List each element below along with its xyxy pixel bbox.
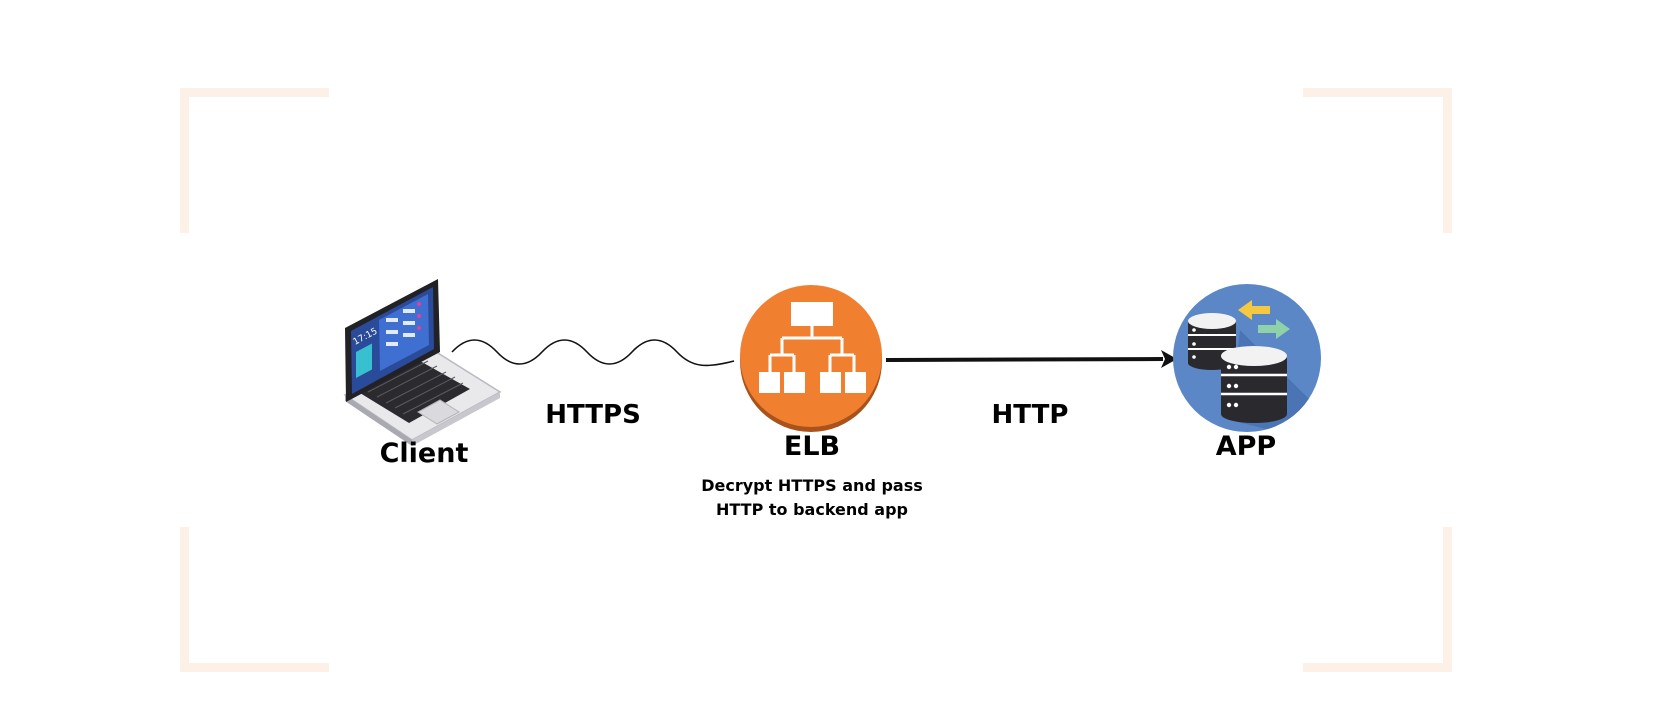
app-label: APP bbox=[1215, 431, 1277, 462]
laptop-icon: 17:15 bbox=[343, 279, 502, 446]
elb-label: ELB bbox=[783, 431, 841, 462]
frame-corner-top-left bbox=[180, 88, 329, 233]
elb-description: Decrypt HTTPS and pass HTTP to backend a… bbox=[701, 476, 923, 519]
http-arrow-connector bbox=[885, 350, 1177, 368]
load-balancer-icon bbox=[740, 285, 882, 432]
database-servers-icon bbox=[1173, 284, 1321, 432]
https-wavy-connector bbox=[451, 339, 735, 367]
http-edge-label: HTTP bbox=[991, 400, 1069, 430]
client-label: Client bbox=[379, 438, 469, 469]
frame-corner-bottom-right bbox=[1303, 527, 1452, 672]
https-edge-label: HTTPS bbox=[545, 400, 641, 430]
frame-corner-bottom-left bbox=[180, 527, 329, 672]
frame-corner-top-right bbox=[1303, 88, 1452, 233]
